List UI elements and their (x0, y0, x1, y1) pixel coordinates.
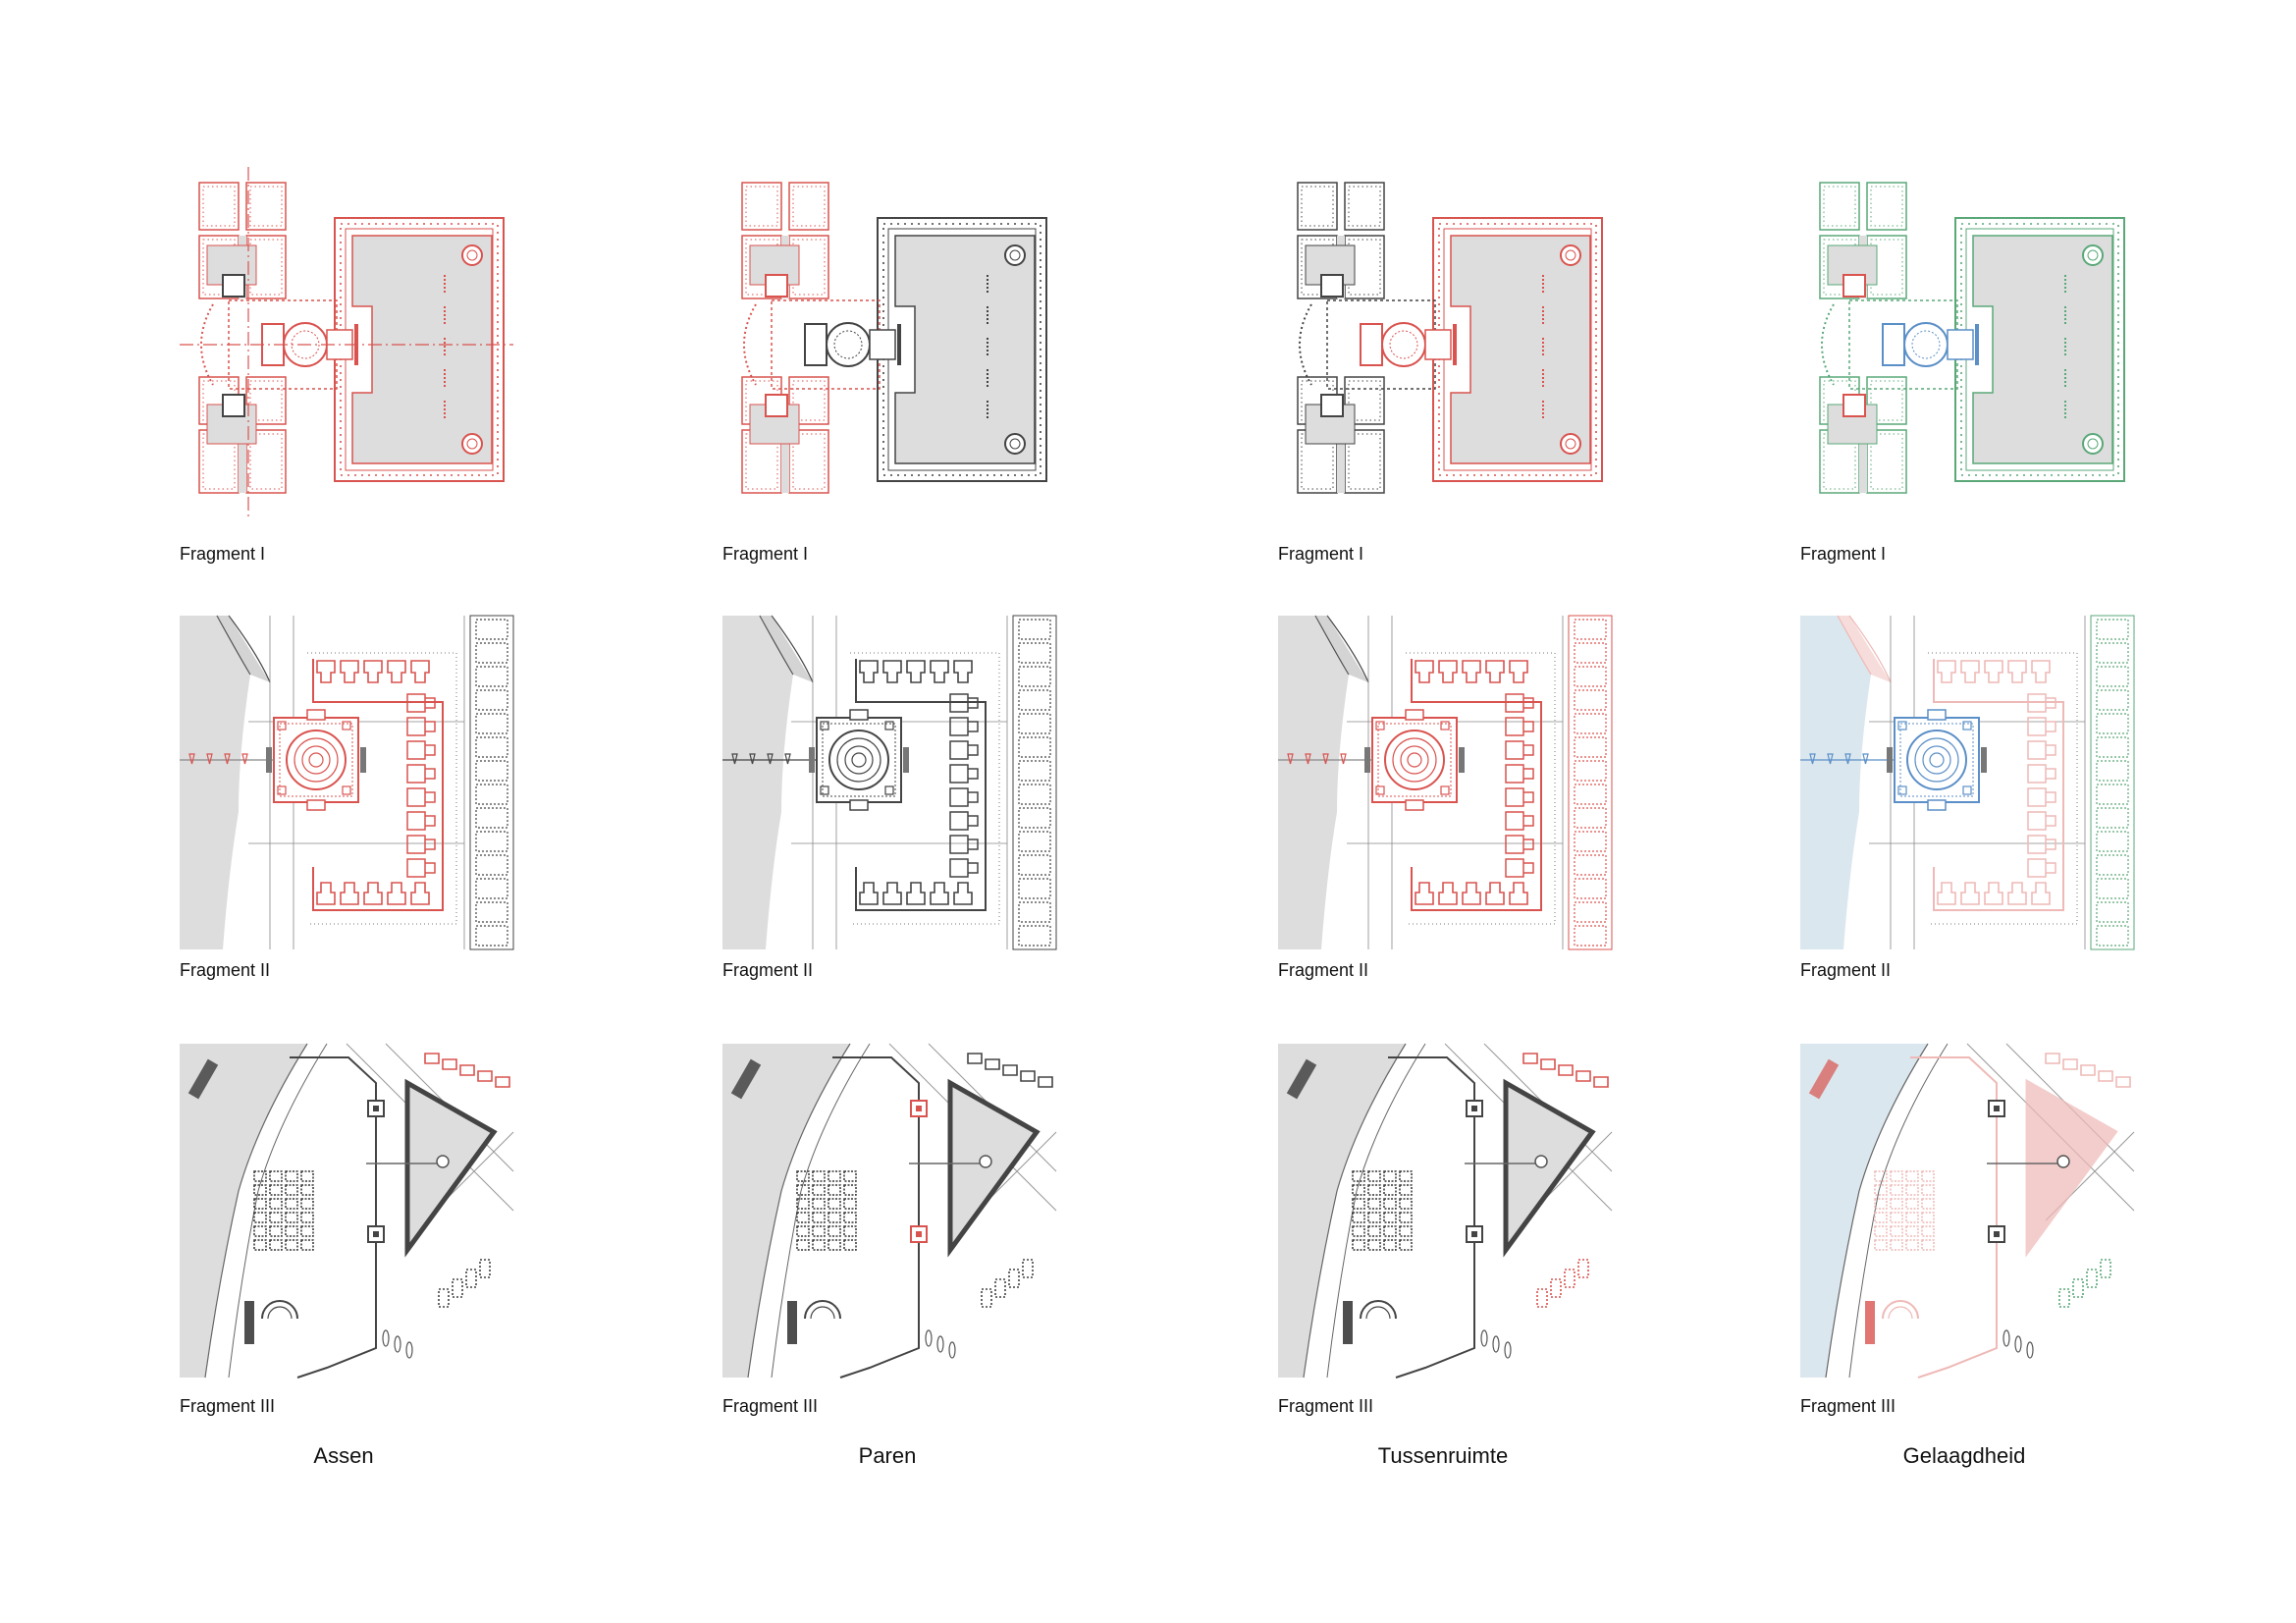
plan-drawing (722, 1043, 1057, 1379)
plan-tussenruimte-fragment-1 (1278, 177, 1612, 511)
plan-paren-fragment-1 (722, 177, 1056, 511)
fragment-1-drawing (1297, 182, 1603, 494)
caption-paren-fragment-3: Fragment III (722, 1396, 819, 1416)
plan-drawing (180, 615, 514, 950)
caption-assen-fragment-1: Fragment I (180, 544, 266, 564)
plan-drawing (1800, 1043, 2135, 1379)
fragment-3-drawing (1800, 1043, 2135, 1379)
plan-drawing (180, 167, 513, 520)
caption-paren-fragment-1: Fragment I (722, 544, 809, 564)
caption-gelaagdheid-fragment-2: Fragment II (1800, 960, 1892, 980)
caption-assen-fragment-2: Fragment II (180, 960, 271, 980)
plan-tussenruimte-fragment-3 (1278, 1043, 1613, 1379)
plan-assen-fragment-3 (180, 1043, 514, 1379)
caption-tussenruimte-fragment-1: Fragment I (1278, 544, 1364, 564)
plan-tussenruimte-fragment-2 (1278, 615, 1613, 950)
plan-drawing (1278, 1043, 1613, 1379)
caption-gelaagdheid-fragment-3: Fragment III (1800, 1396, 1896, 1416)
column-title-paren: Paren (858, 1443, 917, 1468)
fragment-1-drawing (741, 182, 1047, 494)
plan-drawing (722, 615, 1057, 950)
fragment-2-drawing (1278, 615, 1613, 950)
plan-gelaagdheid-fragment-2 (1800, 615, 2135, 950)
plan-paren-fragment-3 (722, 1043, 1057, 1379)
plan-drawing (1819, 182, 2125, 494)
plan-gelaagdheid-fragment-3 (1800, 1043, 2135, 1379)
plan-assen-fragment-2 (180, 615, 514, 950)
fragment-2-drawing (722, 615, 1057, 950)
caption-assen-fragment-3: Fragment III (180, 1396, 276, 1416)
fragment-1-drawing (1819, 182, 2125, 494)
column-title-gelaagdheid: Gelaagdheid (1902, 1443, 2026, 1468)
caption-tussenruimte-fragment-3: Fragment III (1278, 1396, 1374, 1416)
caption-paren-fragment-2: Fragment II (722, 960, 814, 980)
column-title-assen: Assen (313, 1443, 374, 1468)
caption-gelaagdheid-fragment-1: Fragment I (1800, 544, 1887, 564)
fragment-2-drawing (1800, 615, 2135, 950)
fragment-3-drawing (1278, 1043, 1613, 1379)
caption-tussenruimte-fragment-2: Fragment II (1278, 960, 1369, 980)
plan-paren-fragment-2 (722, 615, 1057, 950)
plan-drawing (1278, 615, 1613, 950)
fragment-3-drawing (722, 1043, 1057, 1379)
plan-gelaagdheid-fragment-1 (1800, 177, 2134, 511)
fragment-2-drawing (180, 615, 514, 950)
fragment-1-drawing (180, 167, 513, 520)
fragment-3-drawing (180, 1043, 514, 1379)
plan-drawing (1297, 182, 1603, 494)
plan-drawing (1800, 615, 2135, 950)
plan-drawing (180, 1043, 514, 1379)
plan-drawing (741, 182, 1047, 494)
plan-assen-fragment-1 (180, 167, 513, 520)
column-title-tussenruimte: Tussenruimte (1377, 1443, 1509, 1468)
